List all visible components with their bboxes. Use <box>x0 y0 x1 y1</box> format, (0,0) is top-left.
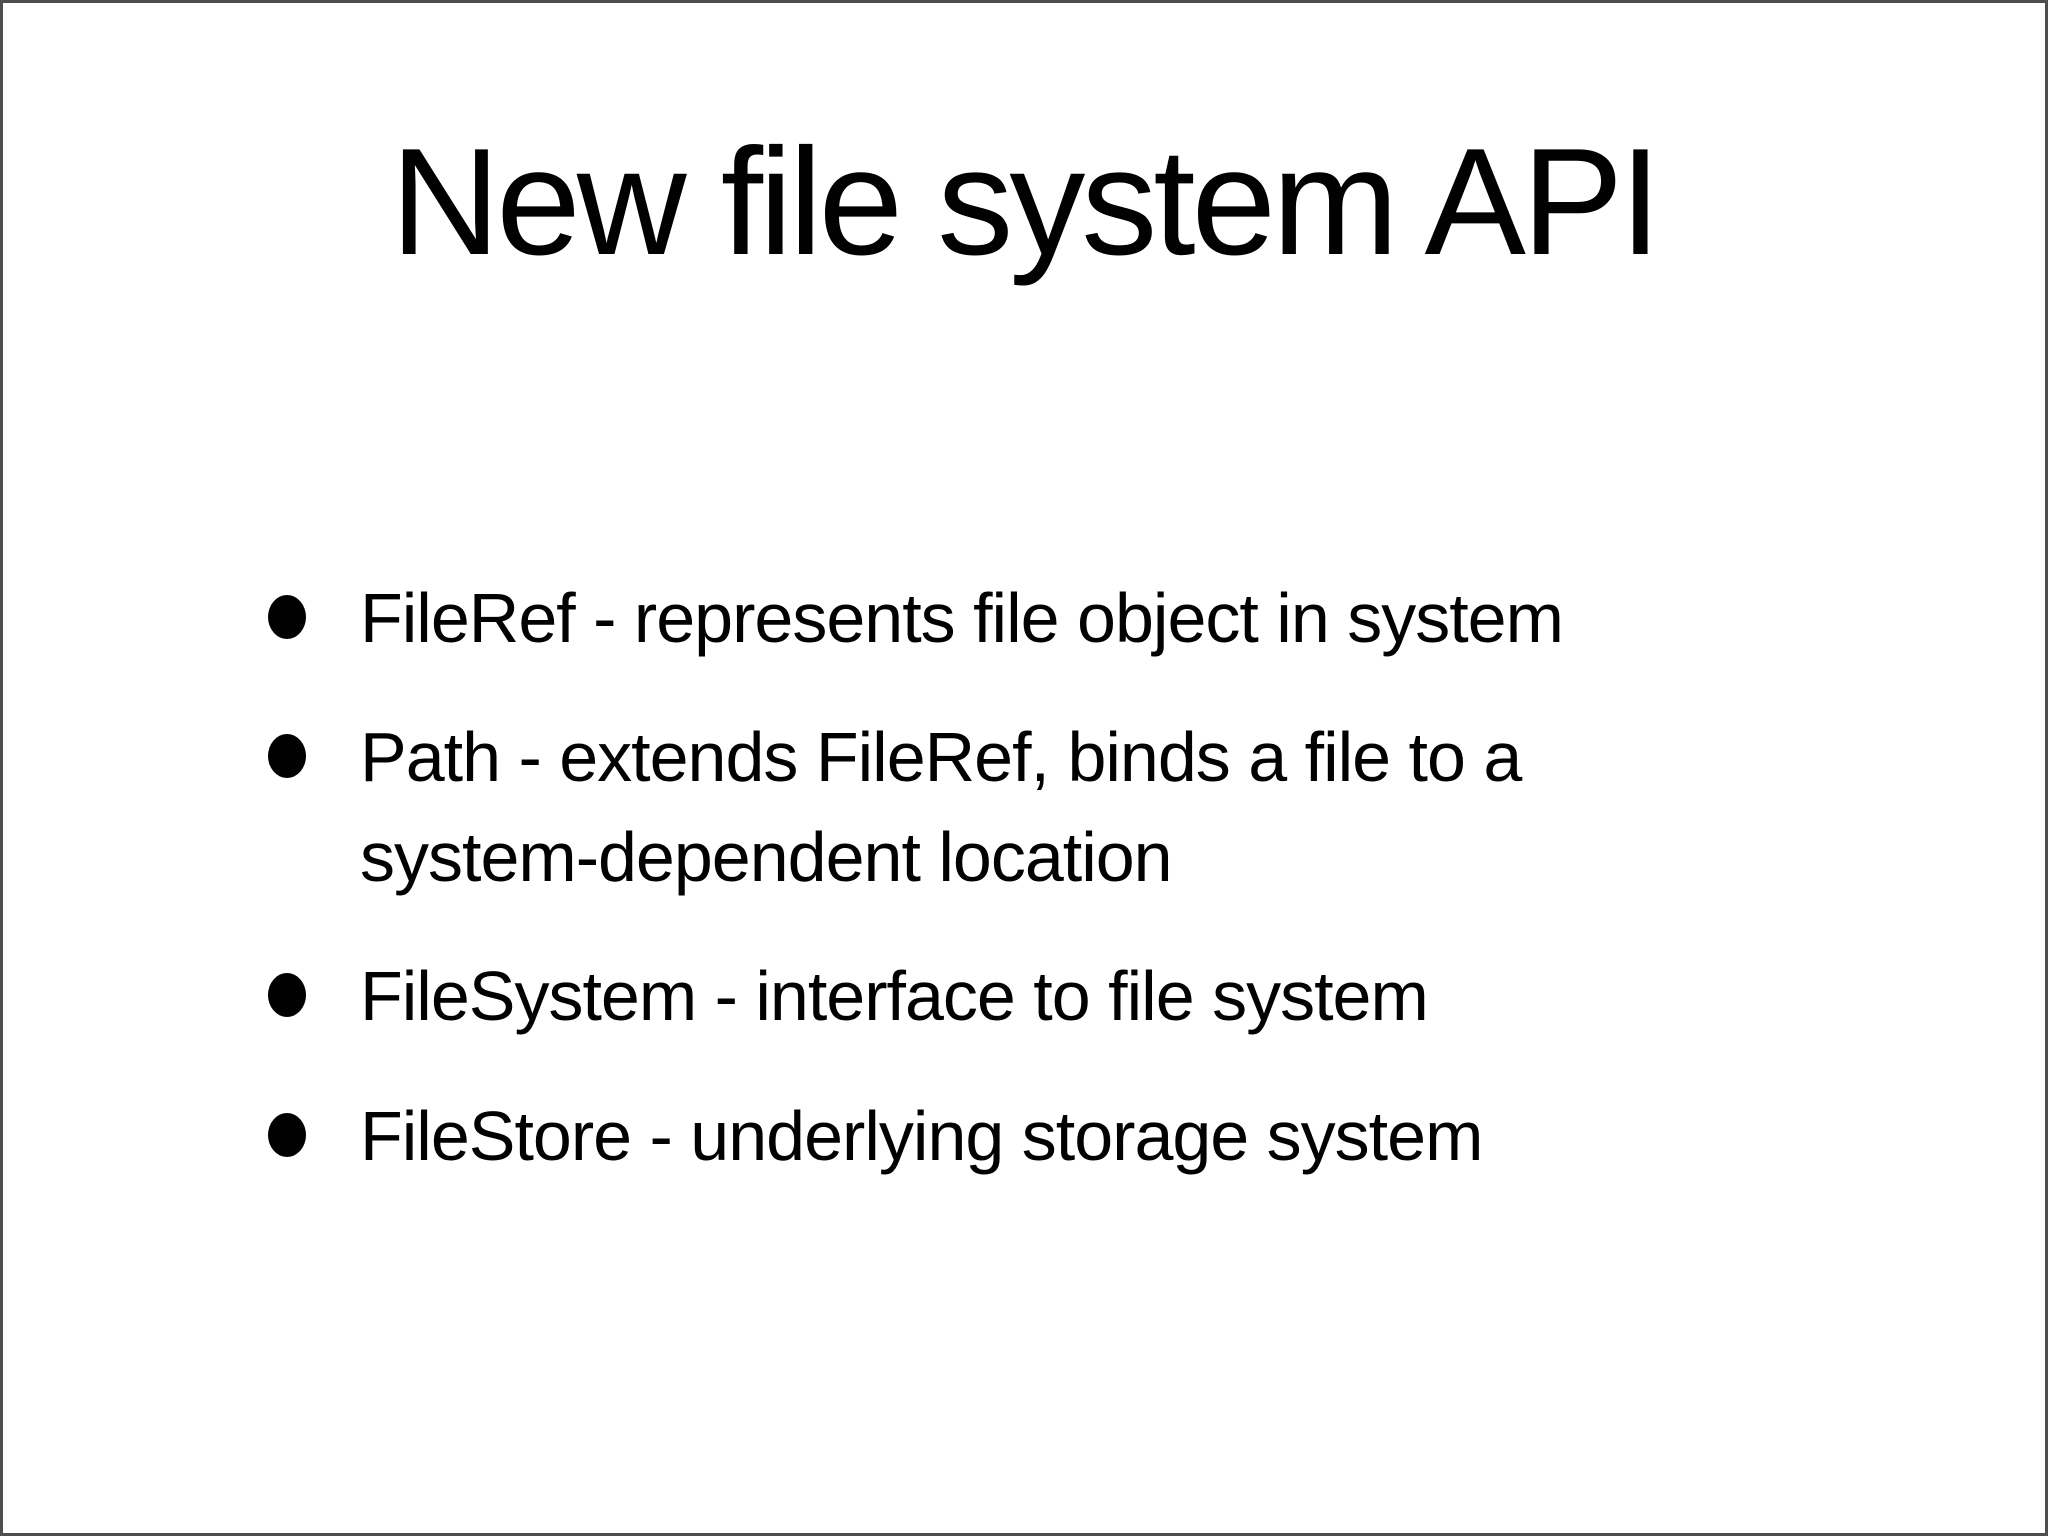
list-item: FileRef - represents file object in syst… <box>268 569 1768 668</box>
bullet-icon <box>268 595 306 639</box>
bullet-icon <box>268 973 306 1018</box>
list-item: Path - extends FileRef, binds a file to … <box>268 708 1768 907</box>
bullet-icon <box>268 1112 306 1157</box>
bullet-text: FileStore - underlying storage system <box>360 1096 1483 1175</box>
bullet-text: Path - extends FileRef, binds a file to … <box>360 718 1522 896</box>
slide-title: New file system API <box>390 117 1661 287</box>
bullet-icon <box>268 734 306 779</box>
list-item: FileStore - underlying storage system <box>268 1087 1768 1186</box>
list-item: FileSystem - interface to file system <box>268 947 1768 1046</box>
bullet-text: FileSystem - interface to file system <box>360 957 1429 1036</box>
bullet-list: FileRef - represents file object in syst… <box>268 569 1768 1226</box>
bullet-text: FileRef - represents file object in syst… <box>360 579 1564 657</box>
